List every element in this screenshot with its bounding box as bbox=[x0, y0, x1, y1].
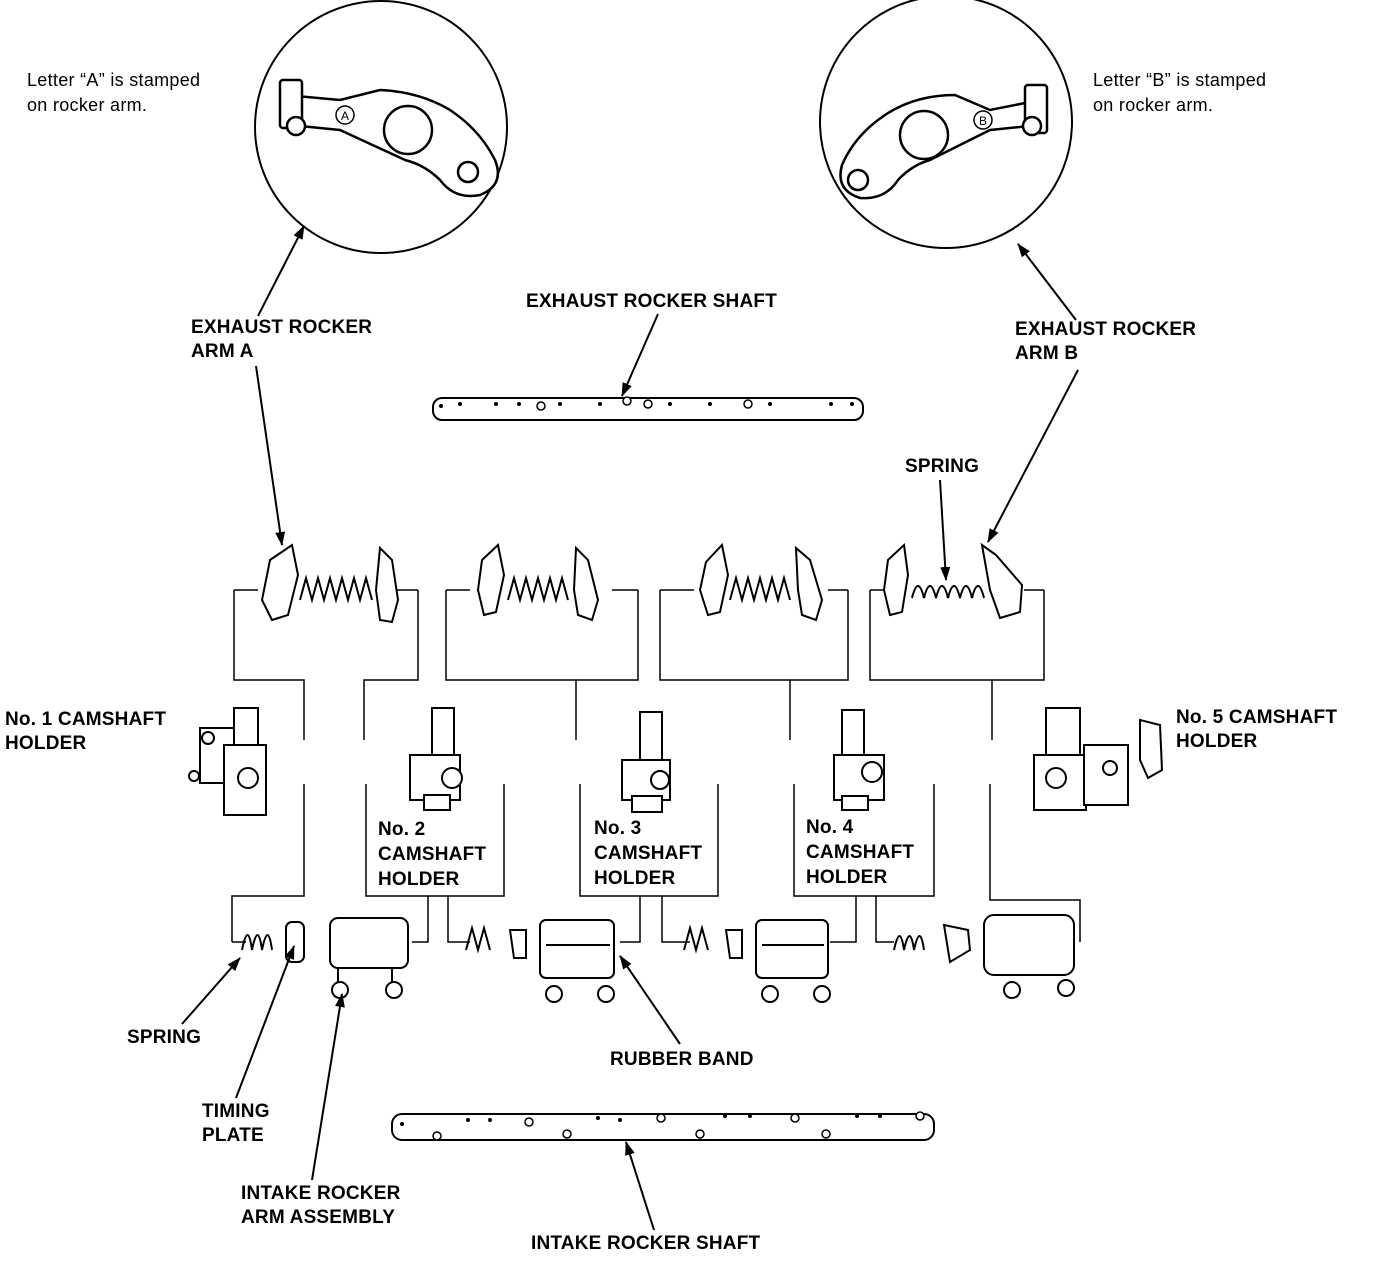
label-line: CAMSHAFT bbox=[594, 843, 703, 864]
rocker-arm-b-icon: B bbox=[839, 83, 1049, 200]
label-line: No. 5 CAMSHAFT bbox=[1176, 707, 1338, 728]
label-line: SPRING bbox=[127, 1027, 202, 1048]
label-line: EXHAUST ROCKER SHAFT bbox=[526, 291, 778, 312]
label-intake-rocker-shaft: INTAKE ROCKER SHAFT bbox=[531, 1232, 760, 1256]
label-no2-camshaft-holder: No. 2 CAMSHAFT HOLDER bbox=[378, 817, 486, 892]
label-spring-top: SPRING bbox=[905, 455, 979, 479]
label-line: TIMING bbox=[202, 1101, 270, 1122]
label-line: HOLDER bbox=[5, 733, 87, 754]
label-line: HOLDER bbox=[378, 869, 460, 890]
label-line: RUBBER BAND bbox=[610, 1049, 754, 1070]
label-line: HOLDER bbox=[806, 867, 888, 888]
intake-rocker-assemblies bbox=[241, 914, 1075, 1003]
label-timing-plate: TIMING PLATE bbox=[202, 1100, 270, 1148]
letter-a-note: Letter “A” is stamped on rocker arm. bbox=[27, 68, 200, 118]
label-line: ARM A bbox=[191, 341, 254, 362]
label-exhaust-rocker-arm-b: EXHAUST ROCKER ARM B bbox=[1015, 318, 1196, 366]
camshaft-holder-4 bbox=[833, 709, 885, 811]
letter-b-note-line2: on rocker arm. bbox=[1093, 95, 1214, 115]
label-exhaust-rocker-shaft: EXHAUST ROCKER SHAFT bbox=[526, 290, 777, 314]
label-no3-camshaft-holder: No. 3 CAMSHAFT HOLDER bbox=[594, 816, 702, 891]
camshaft-holder-2 bbox=[409, 707, 463, 811]
camshaft-holder-1 bbox=[188, 707, 267, 816]
letter-b-note-line1: Letter “B” is stamped bbox=[1093, 70, 1267, 90]
stamp-a-glyph: A bbox=[341, 109, 349, 123]
letter-b-note: Letter “B” is stamped on rocker arm. bbox=[1093, 68, 1266, 118]
label-line: No. 1 CAMSHAFT bbox=[5, 709, 167, 730]
label-line: EXHAUST ROCKER bbox=[1015, 319, 1197, 340]
label-line: No. 3 bbox=[594, 818, 642, 839]
label-rubber-band: RUBBER BAND bbox=[610, 1048, 754, 1072]
exhaust-rocker-arms bbox=[260, 542, 1024, 624]
label-intake-rocker-arm-assembly: INTAKE ROCKER ARM ASSEMBLY bbox=[241, 1182, 401, 1230]
label-spring-bottom: SPRING bbox=[127, 1026, 201, 1050]
label-no1-camshaft-holder: No. 1 CAMSHAFT HOLDER bbox=[5, 708, 166, 756]
label-line: HOLDER bbox=[1176, 731, 1258, 752]
label-line: INTAKE ROCKER bbox=[241, 1183, 401, 1204]
label-exhaust-rocker-arm-a: EXHAUST ROCKER ARM A bbox=[191, 316, 372, 364]
letter-a-note-line1: Letter “A” is stamped bbox=[27, 70, 201, 90]
label-no5-camshaft-holder: No. 5 CAMSHAFT HOLDER bbox=[1176, 706, 1337, 754]
label-line: HOLDER bbox=[594, 868, 676, 889]
label-line: ARM ASSEMBLY bbox=[241, 1207, 396, 1228]
stamp-b-glyph: B bbox=[979, 114, 987, 128]
exhaust-springs bbox=[299, 574, 985, 604]
label-line: EXHAUST ROCKER bbox=[191, 317, 373, 338]
camshaft-holder-5 bbox=[1033, 707, 1164, 811]
camshaft-holder-3 bbox=[621, 711, 671, 813]
detail-circle-b: B bbox=[819, 0, 1073, 249]
label-line: CAMSHAFT bbox=[806, 842, 915, 863]
label-line: No. 4 bbox=[806, 817, 854, 838]
label-line: No. 2 bbox=[378, 819, 426, 840]
assembly-frame-lines bbox=[231, 589, 1081, 943]
letter-a-note-line2: on rocker arm. bbox=[27, 95, 148, 115]
label-line: ARM B bbox=[1015, 343, 1079, 364]
detail-circle-a: A bbox=[254, 0, 508, 254]
label-line: INTAKE ROCKER SHAFT bbox=[531, 1233, 761, 1254]
camshaft-holders bbox=[188, 707, 1164, 816]
label-line: CAMSHAFT bbox=[378, 844, 487, 865]
spring-1 bbox=[241, 934, 273, 951]
intake-rocker-shaft bbox=[391, 1111, 935, 1141]
exhaust-rocker-shaft bbox=[432, 396, 864, 421]
label-line: SPRING bbox=[905, 456, 980, 477]
leader-lines bbox=[181, 225, 1079, 1231]
timing-plate-part bbox=[285, 921, 305, 963]
label-line: PLATE bbox=[202, 1125, 264, 1146]
label-no4-camshaft-holder: No. 4 CAMSHAFT HOLDER bbox=[806, 815, 914, 890]
rocker-arm-a-icon: A bbox=[278, 78, 500, 198]
